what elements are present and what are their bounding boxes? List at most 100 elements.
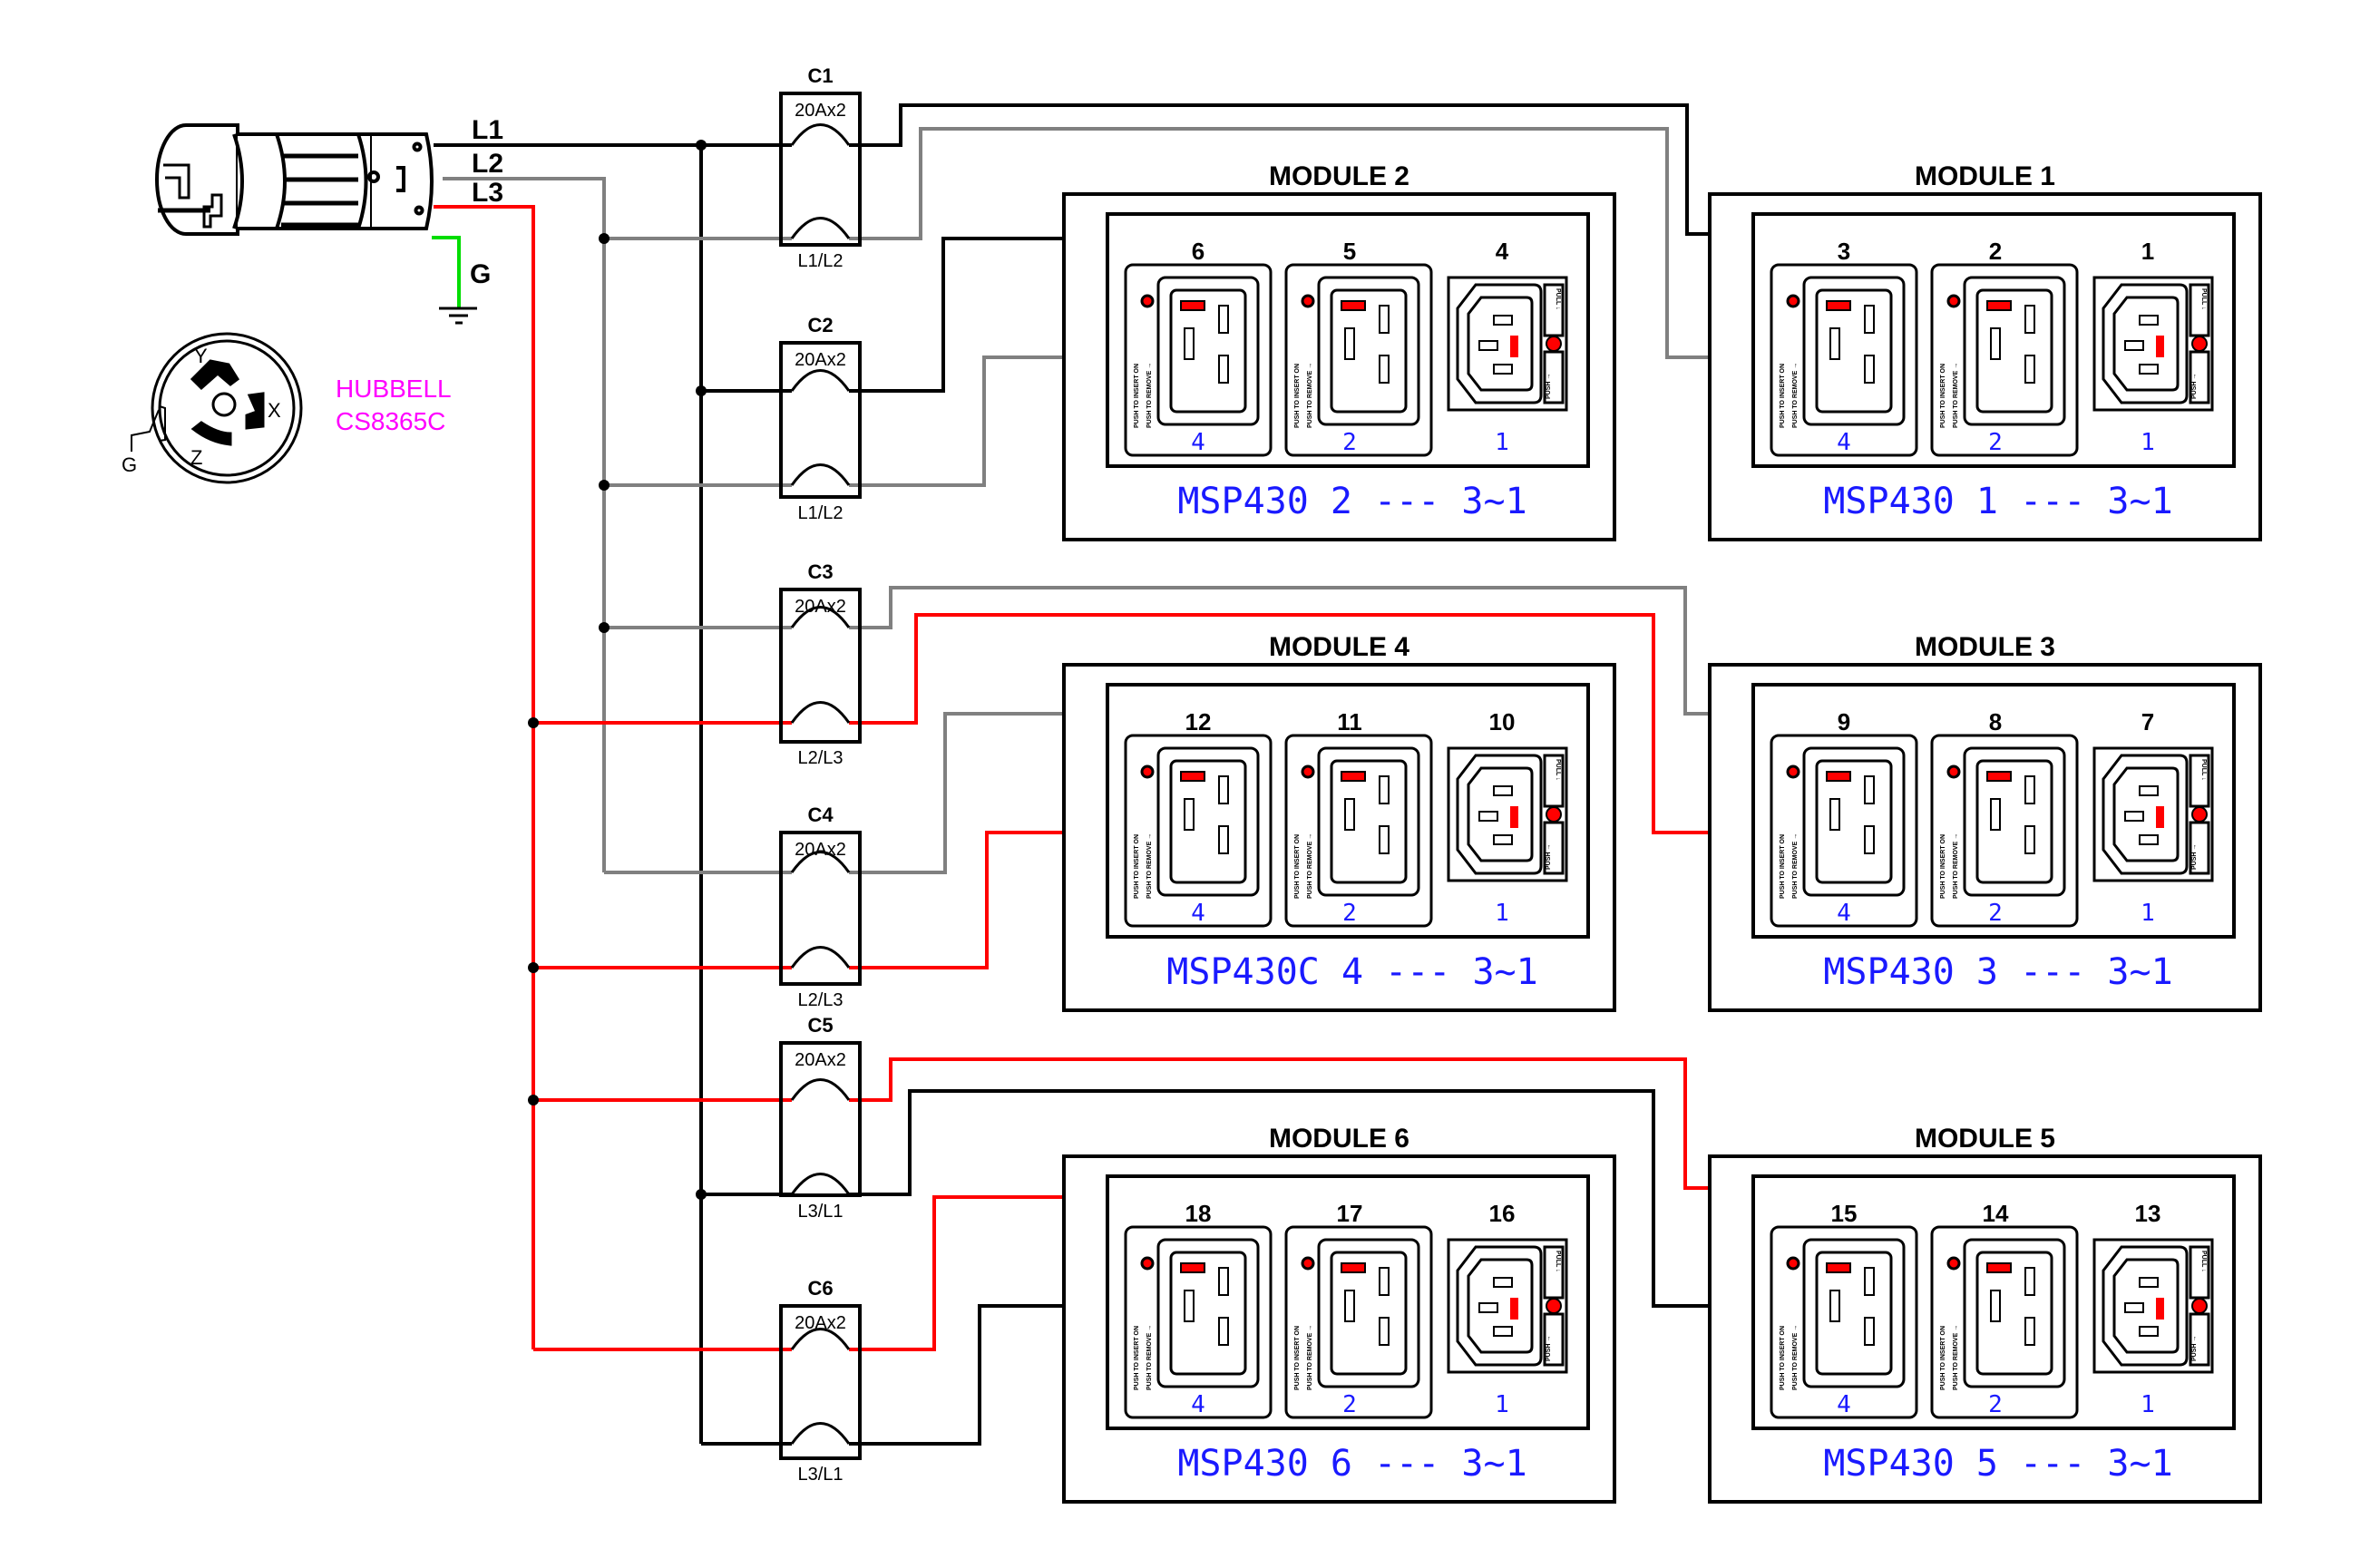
c19-slot (1379, 825, 1390, 854)
c19-release-button[interactable] (1301, 1256, 1315, 1271)
c13-inlet[interactable]: PULL ↓PUSH → (2092, 1238, 2214, 1374)
plug-ring (356, 133, 368, 229)
plug-screw (367, 170, 380, 183)
module-caption: MSP430 5 --- 3~1 (1823, 1443, 2172, 1485)
c19-latch-indicator (1180, 771, 1205, 782)
c19-release-button[interactable] (1140, 765, 1155, 779)
c13-face (1467, 1258, 1534, 1354)
c13-release-button[interactable] (2191, 1298, 2208, 1314)
c19-slot (1344, 1290, 1355, 1322)
c13-release-button[interactable] (2191, 806, 2208, 823)
c13-release-button[interactable] (1546, 336, 1562, 352)
junction-dot (696, 1189, 707, 1200)
c19-slot (1864, 1317, 1875, 1346)
breaker-rating: 20Ax2 (795, 1313, 846, 1333)
c13-pin (1493, 1326, 1513, 1337)
c19-bezel (1963, 746, 2066, 897)
outlet-position: 4 (1837, 429, 1851, 456)
c19-slot (1379, 1317, 1390, 1346)
c19-instruction-2: PUSH TO REMOVE → (1307, 363, 1313, 428)
c19-housing (1124, 734, 1273, 928)
c13-label-top: PULL ↓ (2200, 759, 2207, 781)
c19-release-button[interactable] (1301, 294, 1315, 308)
line-label-L2: L2 (472, 149, 503, 179)
c19-release-button[interactable] (1946, 765, 1961, 779)
breaker-phases: L1/L2 (797, 251, 843, 271)
c19-slot (1344, 327, 1355, 360)
c19-bezel (1317, 1238, 1420, 1388)
module-panel (1751, 683, 2236, 939)
c13-inlet[interactable]: PULL ↓PUSH → (1447, 746, 1568, 882)
plug-notch (396, 166, 405, 192)
c13-inlet[interactable]: PULL ↓PUSH → (2092, 746, 2214, 882)
c19-outlet[interactable]: PUSH TO INSERT ON PUSH TO REMOVE → (1124, 734, 1273, 928)
breaker-contact-bottom (790, 1173, 851, 1195)
c13-shroud (2102, 754, 2189, 875)
c19-instruction-2: PUSH TO REMOVE → (1146, 833, 1153, 899)
c13-lock-indicator (1510, 1298, 1518, 1320)
c19-slot (1184, 327, 1195, 360)
c13-inlet[interactable]: PULL ↓PUSH → (2092, 276, 2214, 412)
c19-release-button[interactable] (1946, 1256, 1961, 1271)
c19-release-button[interactable] (1140, 1256, 1155, 1271)
c19-slot (1218, 775, 1229, 804)
c19-release-button[interactable] (1140, 294, 1155, 308)
outlet-number: 4 (1496, 238, 1509, 265)
c19-housing (1770, 1225, 1918, 1419)
c13-inlet[interactable]: PULL ↓PUSH → (1447, 1238, 1568, 1374)
c19-instruction-1: PUSH TO INSERT ON (1134, 834, 1140, 899)
c19-slot (1990, 327, 2001, 360)
c19-release-button[interactable] (1786, 294, 1800, 308)
ground-icon (439, 307, 477, 325)
module-panel (1751, 1174, 2236, 1430)
c19-release-button[interactable] (1946, 294, 1961, 308)
c13-lock-indicator (1510, 336, 1518, 357)
c19-slot (1184, 798, 1195, 831)
outlet-position: 2 (1988, 429, 2003, 456)
c19-slot (2024, 825, 2035, 854)
junction-dot (599, 622, 610, 633)
c19-release-button[interactable] (1786, 1256, 1800, 1271)
pin-label-y: Y (194, 345, 208, 367)
breaker-contact-bottom (790, 463, 851, 486)
outlet-number: 15 (1831, 1200, 1858, 1227)
c19-instruction-1: PUSH TO INSERT ON (1780, 834, 1786, 899)
c13-pin (2124, 811, 2144, 822)
c19-bezel (1802, 276, 1906, 426)
c19-release-button[interactable] (1301, 765, 1315, 779)
c13-release-button[interactable] (1546, 1298, 1562, 1314)
c19-instruction-1: PUSH TO INSERT ON (1294, 834, 1301, 899)
c19-slot (2024, 1267, 2035, 1296)
wire-output-4 (849, 355, 1064, 487)
breaker-id: C2 (807, 314, 833, 336)
wire-output-10 (849, 1089, 1710, 1308)
line-label-L1: L1 (472, 115, 503, 145)
c13-release-button[interactable] (2191, 336, 2208, 352)
outlet-position: 4 (1191, 429, 1205, 456)
c13-inlet[interactable]: PULL ↓PUSH → (1447, 276, 1568, 412)
c19-bezel (1156, 1238, 1260, 1388)
outlet-position: 2 (1988, 1391, 2003, 1418)
c19-housing (1770, 734, 1918, 928)
c13-release-button[interactable] (1546, 806, 1562, 823)
c19-release-button[interactable] (1786, 765, 1800, 779)
c13-face (2112, 766, 2180, 862)
c19-instruction-2: PUSH TO REMOVE → (1953, 1325, 1959, 1390)
